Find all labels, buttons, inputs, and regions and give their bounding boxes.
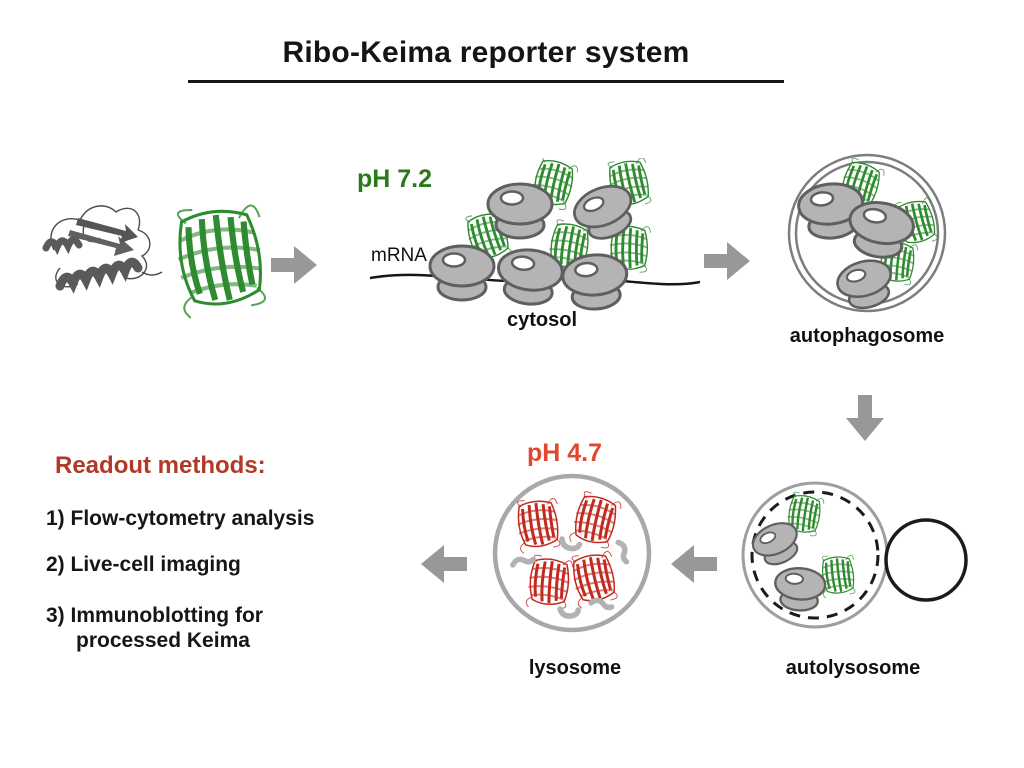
readout-heading: Readout methods:: [55, 452, 266, 479]
autolysosome-label: autolysosome: [785, 657, 921, 679]
autophagosome-label: autophagosome: [789, 325, 945, 347]
ribosome-icon: [486, 182, 554, 240]
ph-acidic-label: pH 4.7: [527, 439, 603, 467]
flow-arrow-right-icon: [271, 246, 317, 284]
fusion-protein-illustration: [42, 190, 270, 330]
autolysosome-vesicle: [741, 481, 968, 629]
readout-item-immunoblotting: 3) Immunoblotting for processed Keima: [46, 604, 263, 652]
autophagosome-vesicle: [787, 153, 947, 315]
cytosol-scene: [369, 158, 701, 313]
fusing-lysosome-icon: [884, 518, 968, 602]
ribosomal-protein-ribbon-icon: [42, 205, 163, 294]
ribosome-icon: [428, 244, 496, 302]
ribosome-icon: [559, 251, 631, 313]
flow-arrow-right-icon: [704, 242, 750, 280]
readout-item-flow-cytometry: 1) Flow-cytometry analysis: [46, 507, 315, 530]
lysosome-vesicle: [492, 473, 652, 633]
keima-protein-icon: [171, 200, 270, 319]
flow-arrow-left-icon: [671, 545, 717, 583]
ph-neutral-label: pH 7.2: [357, 165, 433, 193]
flow-arrow-down-icon: [846, 395, 884, 441]
mrna-label: mRNA: [371, 245, 427, 266]
lysosome-label: lysosome: [528, 657, 622, 679]
readout-item-live-cell-imaging: 2) Live-cell imaging: [46, 553, 241, 576]
cytosol-label: cytosol: [506, 309, 578, 331]
page-title: Ribo-Keima reporter system: [188, 36, 784, 83]
